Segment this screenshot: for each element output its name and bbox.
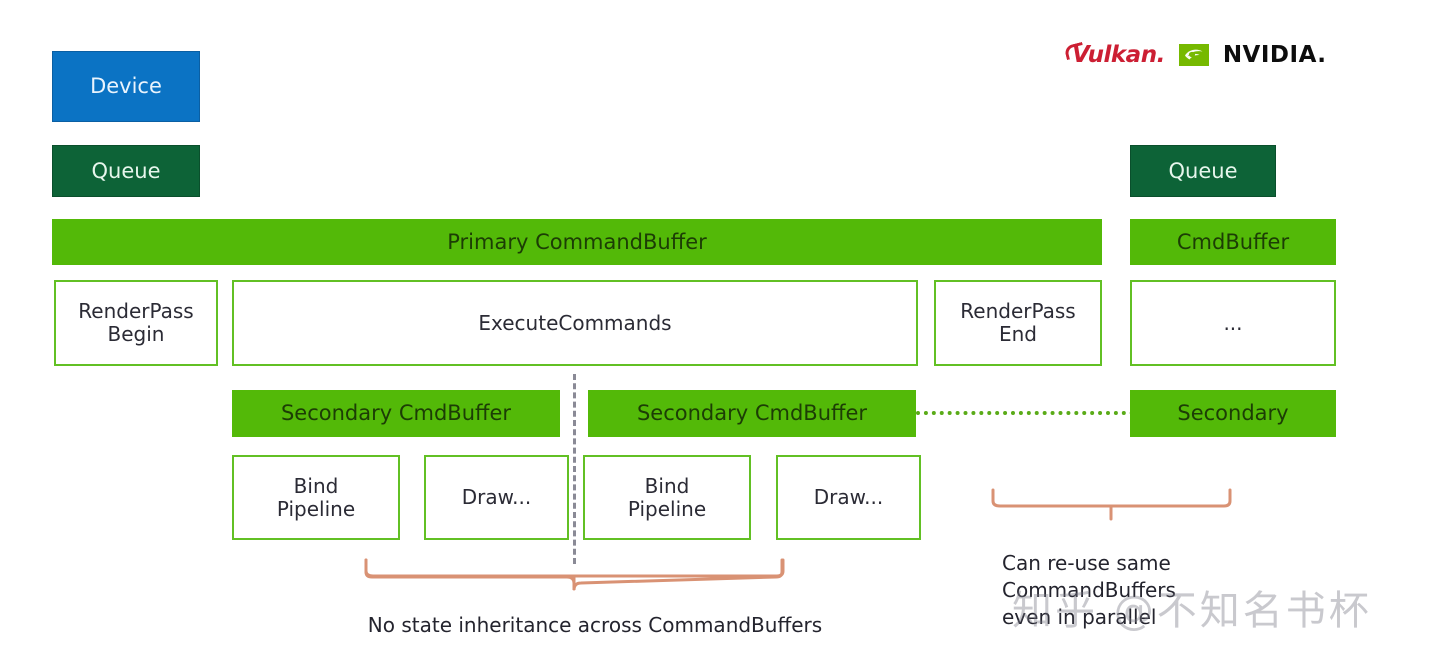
bottom-brace-icon xyxy=(364,558,785,591)
secondary-connector-dotted-line xyxy=(916,411,1134,415)
nvidia-logo-text: NVIDIA. xyxy=(1222,42,1327,68)
bind-pipeline-box-1: Bind Pipeline xyxy=(232,455,400,540)
right-brace-caption: Can re-use same CommandBuffers even in p… xyxy=(1002,551,1176,629)
primary-commandbuffer-bar: Primary CommandBuffer xyxy=(52,219,1102,265)
queue-box-right: Queue xyxy=(1130,145,1276,197)
vulkan-logo: Vulkan. xyxy=(1063,41,1165,68)
draw-box-1: Draw... xyxy=(424,455,569,540)
bind-pipeline-box-2: Bind Pipeline xyxy=(583,455,751,540)
secondary-cmdbuffer-box-1: Secondary CmdBuffer xyxy=(232,390,560,437)
cmdbuffer-box: CmdBuffer xyxy=(1130,219,1336,265)
vulkan-logo-text: Vulkan. xyxy=(1072,42,1165,68)
nvidia-eye-icon xyxy=(1178,44,1209,66)
renderpass-end-box: RenderPass End xyxy=(934,280,1102,366)
renderpass-begin-box: RenderPass Begin xyxy=(54,280,218,366)
execute-commands-box: ExecuteCommands xyxy=(232,280,918,366)
secondary-box-right: Secondary xyxy=(1130,390,1336,437)
secondary-cmdbuffer-box-2: Secondary CmdBuffer xyxy=(588,390,916,437)
logo-group: Vulkan. NVIDIA. xyxy=(1063,41,1327,68)
draw-box-2: Draw... xyxy=(776,455,921,540)
parallel-divider-dashed-line xyxy=(573,374,576,564)
bottom-brace-caption: No state inheritance across CommandBuffe… xyxy=(367,613,823,637)
device-box: Device xyxy=(52,51,200,122)
right-brace-icon xyxy=(991,488,1232,521)
cmdbuffer-ellipsis-box: ... xyxy=(1130,280,1336,366)
queue-box-left: Queue xyxy=(52,145,200,197)
